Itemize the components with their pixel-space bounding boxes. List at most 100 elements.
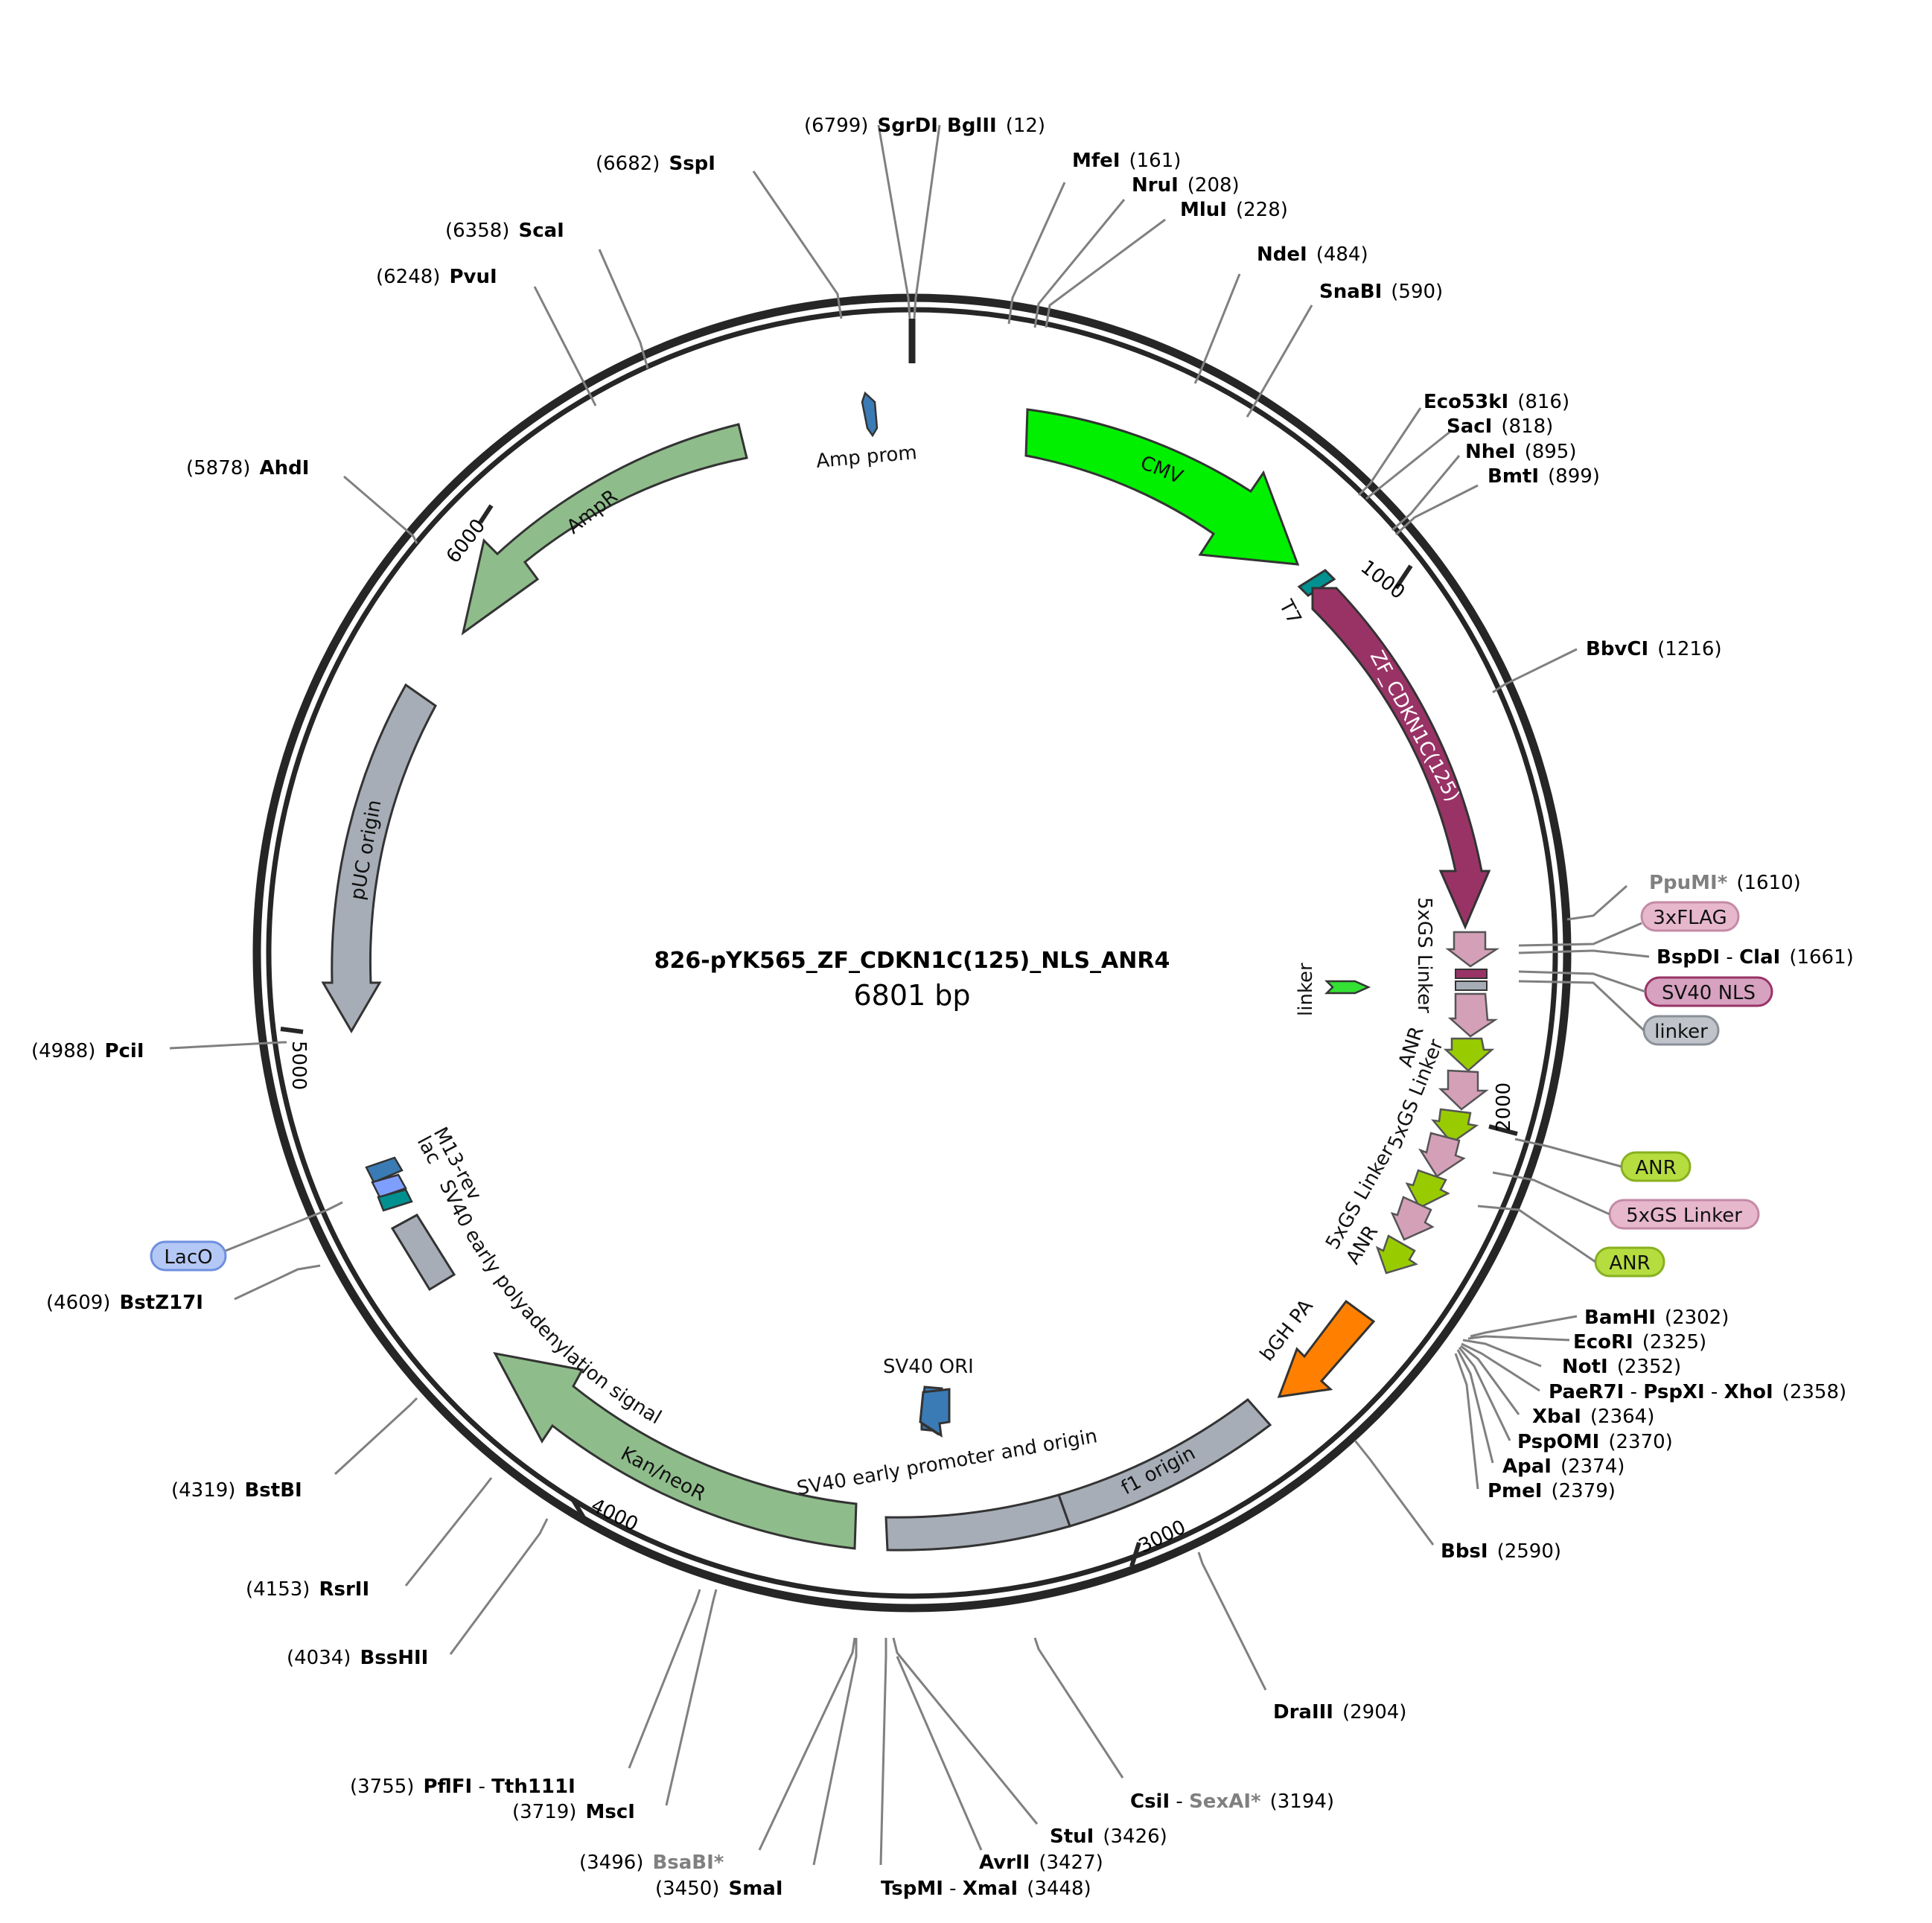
site-rsrii[interactable]: (4153)RsrII — [246, 1578, 369, 1601]
ampr-arrow — [461, 423, 748, 636]
site-mfei[interactable]: MfeI(161) — [1072, 150, 1181, 172]
site-bsabi[interactable]: (3496)BsaBI* — [579, 1852, 724, 1874]
feature-linker[interactable]: linker — [1295, 963, 1371, 1016]
sv40-nls-block — [1455, 969, 1488, 979]
tick-4000 — [570, 1496, 587, 1520]
zf-cdkn1c-label: ZF_CDKN1C(125) — [1365, 647, 1464, 806]
site-draiii[interactable]: DraIII(2904) — [1273, 1701, 1406, 1723]
pill-sv40-nls-text: SV40 NLS — [1662, 982, 1756, 1004]
gs-arrow-3 — [1418, 1132, 1466, 1178]
pill-linker-text: linker — [1654, 1021, 1708, 1043]
site-csii-sexai[interactable]: CsiI - SexAI*(3194) — [1130, 1790, 1334, 1813]
gs-arrow-2 — [1438, 1069, 1489, 1111]
site-bsshii[interactable]: (4034)BssHII — [287, 1647, 428, 1669]
site-ndei[interactable]: NdeI(484) — [1257, 243, 1368, 266]
site-stui[interactable]: StuI(3426) — [1050, 1825, 1167, 1848]
site-snabi[interactable]: SnaBI(590) — [1319, 281, 1443, 303]
anr-arrow-3 — [1405, 1169, 1450, 1209]
site-pspomi[interactable]: PspOMI(2370) — [1517, 1431, 1673, 1453]
feature-cmv[interactable]: CMV — [1024, 408, 1300, 566]
site-saci[interactable]: SacI(818) — [1447, 415, 1553, 438]
site-pvui[interactable]: (6248)PvuI — [376, 266, 497, 288]
site-noti[interactable]: NotI(2352) — [1562, 1356, 1681, 1378]
site-avrii[interactable]: AvrII(3427) — [979, 1852, 1103, 1874]
puc-origin-arrow — [321, 683, 437, 1033]
site-tspmi-xmai[interactable]: TspMI - XmaI(3448) — [881, 1878, 1091, 1900]
zf-cdkn1c-arrow — [1311, 587, 1491, 930]
anr-arrow-4 — [1375, 1234, 1418, 1275]
feature-puc-origin[interactable]: pUC origin — [321, 683, 437, 1033]
tick-5000 — [280, 1027, 304, 1034]
pill-laco-text: LacO — [164, 1246, 212, 1269]
site-sgrdi[interactable]: (6799)SgrDI — [804, 115, 938, 137]
pill-anr-1[interactable]: ANR — [1620, 1151, 1692, 1182]
site-bstbi[interactable]: (4319)BstBI — [171, 1479, 302, 1502]
plasmid-length: 6801 bp — [853, 979, 970, 1012]
lac-operator-marker — [377, 1188, 413, 1212]
site-paer7i-pspxi-xhoi[interactable]: PaeR7I - PspXI - XhoI(2358) — [1549, 1381, 1846, 1403]
tick-6000 — [478, 504, 494, 524]
site-apai[interactable]: ApaI(2374) — [1502, 1455, 1625, 1478]
pill-sv40-nls[interactable]: SV40 NLS — [1644, 976, 1773, 1007]
leader-lines — [169, 124, 1650, 1866]
site-nhei[interactable]: NheI(895) — [1465, 441, 1577, 463]
site-eco53ki[interactable]: Eco53kI(816) — [1424, 391, 1569, 413]
site-nrui[interactable]: NruI(208) — [1132, 174, 1240, 197]
site-pflfi-tth111i[interactable]: (3755)PflFI - Tth111I — [350, 1776, 576, 1798]
anr-arrow-1 — [1443, 1037, 1495, 1072]
site-bmti[interactable]: BmtI(899) — [1488, 465, 1600, 488]
pill-linker[interactable]: linker — [1642, 1015, 1720, 1046]
feature-zf-cdkn1c[interactable]: ZF_CDKN1C(125) — [1311, 587, 1491, 930]
linker-arrow-1a — [1445, 931, 1500, 968]
site-bglii[interactable]: BglII(12) — [947, 115, 1045, 137]
site-bamhi[interactable]: BamHI(2302) — [1584, 1307, 1729, 1329]
feature-anr-series[interactable]: ANR 5xGS Linker 5xGS Linker ANR — [1322, 1024, 1495, 1275]
site-mlui[interactable]: MluI(228) — [1180, 199, 1288, 221]
pill-laco[interactable]: LacO — [150, 1240, 227, 1272]
site-bbsi[interactable]: BbsI(2590) — [1441, 1540, 1561, 1563]
site-pmei[interactable]: PmeI(2379) — [1488, 1480, 1616, 1502]
site-smai[interactable]: (3450)SmaI — [655, 1878, 783, 1900]
feature-bgh-pa[interactable]: bGH PA — [1256, 1295, 1376, 1398]
site-scai[interactable]: (6358)ScaI — [445, 220, 564, 242]
feature-kan-neor[interactable]: Kan/neoR — [493, 1351, 858, 1550]
linker-label: linker — [1295, 963, 1317, 1016]
linker-arrow-1b — [1447, 992, 1499, 1038]
site-ahdi[interactable]: (5878)AhdI — [186, 457, 309, 479]
tick-label-1000: 1000 — [1356, 556, 1409, 604]
tick-label-2000: 2000 — [1493, 1082, 1515, 1132]
site-msci[interactable]: (3719)MscI — [512, 1801, 635, 1823]
tick-1000 — [1394, 564, 1413, 590]
5xgs-linker-label-1: 5xGS Linker — [1413, 897, 1435, 1013]
pill-3xflag-text: 3xFLAG — [1653, 907, 1727, 929]
cmv-arrow — [1024, 408, 1300, 566]
linker-small-arrow — [1324, 980, 1371, 995]
pill-3xflag[interactable]: 3xFLAG — [1640, 901, 1740, 932]
site-ecori[interactable]: EcoRI(2325) — [1573, 1331, 1706, 1353]
lac-marker — [371, 1173, 407, 1199]
feature-amp-prom[interactable]: Amp prom — [815, 391, 918, 473]
plasmid-name: 826-pYK565_ZF_CDKN1C(125)_NLS_ANR4 — [654, 948, 1170, 974]
site-sspi[interactable]: (6682)SspI — [596, 153, 715, 175]
site-bspdi-clai[interactable]: BspDI - ClaI(1661) — [1657, 946, 1854, 969]
feature-lac-m13[interactable]: M13-rev lac — [365, 1123, 485, 1212]
bgh-pa-arrow — [1277, 1299, 1376, 1398]
sv40-polya-bar — [390, 1214, 456, 1292]
linker-block — [1455, 980, 1488, 991]
site-pcii[interactable]: (4988)PciI — [31, 1040, 144, 1062]
site-xbai[interactable]: XbaI(2364) — [1532, 1406, 1654, 1428]
feature-5xgs-linker-1[interactable]: 5xGS Linker — [1413, 897, 1500, 1038]
site-bbvci[interactable]: BbvCI(1216) — [1586, 638, 1722, 660]
feature-sv40-ori[interactable]: SV40 ORI — [883, 1356, 974, 1438]
pill-5xgs-linker[interactable]: 5xGS Linker — [1608, 1199, 1760, 1230]
tick-label-5000: 5000 — [287, 1041, 310, 1090]
site-labels: (6799)SgrDI BglII(12) (6682)SspI MfeI(16… — [31, 115, 1854, 1900]
pill-anr-2[interactable]: ANR — [1594, 1246, 1665, 1278]
site-ppumi[interactable]: PpuMI*(1610) — [1649, 872, 1801, 894]
anr-arrow-2 — [1431, 1108, 1479, 1144]
t7-label: T7 — [1274, 596, 1305, 628]
sv40-ori-label: SV40 ORI — [883, 1356, 974, 1378]
site-bstz17i[interactable]: (4609)BstZ17I — [46, 1292, 203, 1314]
backbone-outer-ring — [252, 293, 1572, 1613]
